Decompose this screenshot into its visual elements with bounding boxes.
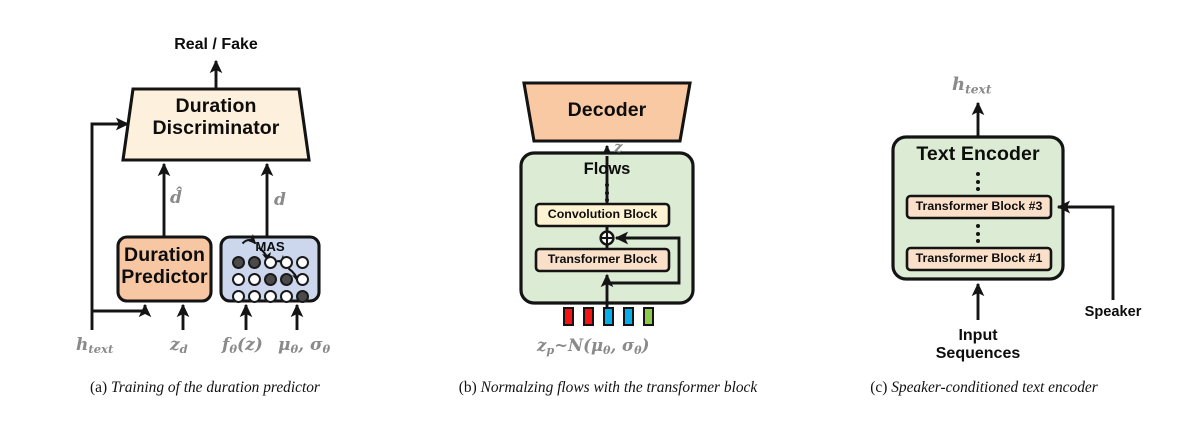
mas-dot: [280, 290, 293, 303]
output-label-h-text: htext: [952, 74, 992, 97]
mas-dot: [280, 256, 293, 269]
caption-c-index: (c): [870, 379, 888, 396]
decoder-shape: [522, 81, 692, 143]
caption-c-text: Speaker-conditioned text encoder: [891, 379, 1098, 396]
duration-predictor-shape: [116, 235, 213, 303]
duration-discriminator-shape: [121, 87, 311, 162]
mas-dot: [264, 290, 277, 303]
input-label-z-d: zd: [170, 335, 188, 357]
mas-dot: [264, 273, 277, 286]
mas-dot: [264, 256, 277, 269]
input-label-f-theta-z: fθ(z): [222, 335, 263, 357]
mas-grid: [232, 256, 312, 303]
input-label-mu-sigma-theta: μθ, σθ: [278, 335, 331, 357]
mas-dot: [296, 256, 309, 269]
wire-speaker-to-block3: [1056, 200, 1115, 300]
panel-a-output-label: Real / Fake: [174, 36, 258, 53]
transformer-block-3-shape: [905, 194, 1053, 220]
input-label-h-text: htext: [76, 335, 114, 357]
transformer-block-1-shape: [905, 246, 1053, 272]
wire-residual-skip: [607, 231, 681, 285]
edge-label-z: z: [614, 138, 623, 156]
encoder-ellipsis-bottom-icon: [976, 224, 981, 244]
caption-b-index: (b): [458, 379, 477, 396]
caption-panel-b: (b) Normalzing flows with the transforme…: [458, 378, 758, 399]
wire-htext-to-predictor: [92, 303, 152, 318]
mas-dot: [296, 290, 309, 303]
mas-dot: [232, 273, 245, 286]
input-label-zp-distribution: zp~N(μθ, σθ): [537, 336, 650, 358]
caption-a-index: (a): [90, 379, 108, 396]
latent-chip-blue: [603, 307, 614, 326]
caption-a-text: Training of the duration predictor: [111, 379, 320, 396]
speaker-label: Speaker: [1084, 304, 1142, 320]
transformer-block-shape: [534, 247, 671, 273]
edge-label-d-hat: d̂: [170, 188, 182, 208]
caption-panel-a: (a) Training of the duration predictor: [55, 378, 355, 399]
caption-panel-c: (c) Speaker-conditioned text encoder: [834, 378, 1134, 399]
convolution-block-shape: [534, 202, 671, 228]
latent-chip-green: [643, 307, 654, 326]
mas-dot: [280, 273, 293, 286]
mas-dot: [232, 290, 245, 303]
latent-chip-blue: [623, 307, 634, 326]
latent-chip-red: [563, 307, 574, 326]
mas-dot: [248, 273, 261, 286]
latent-chip-red: [583, 307, 594, 326]
wire-htext-to-discriminator: [90, 117, 130, 330]
mas-dot: [232, 256, 245, 269]
latent-chip-row: [563, 307, 654, 327]
mas-dot: [248, 290, 261, 303]
edge-label-d: d: [274, 190, 286, 210]
caption-b-text: Normalzing flows with the transformer bl…: [480, 379, 758, 396]
mas-dot: [248, 256, 261, 269]
input-sequences-label: Input Sequences: [935, 327, 1021, 363]
encoder-ellipsis-top-icon: [976, 172, 981, 192]
flows-ellipsis-icon: [605, 183, 610, 203]
mas-dot: [296, 273, 309, 286]
